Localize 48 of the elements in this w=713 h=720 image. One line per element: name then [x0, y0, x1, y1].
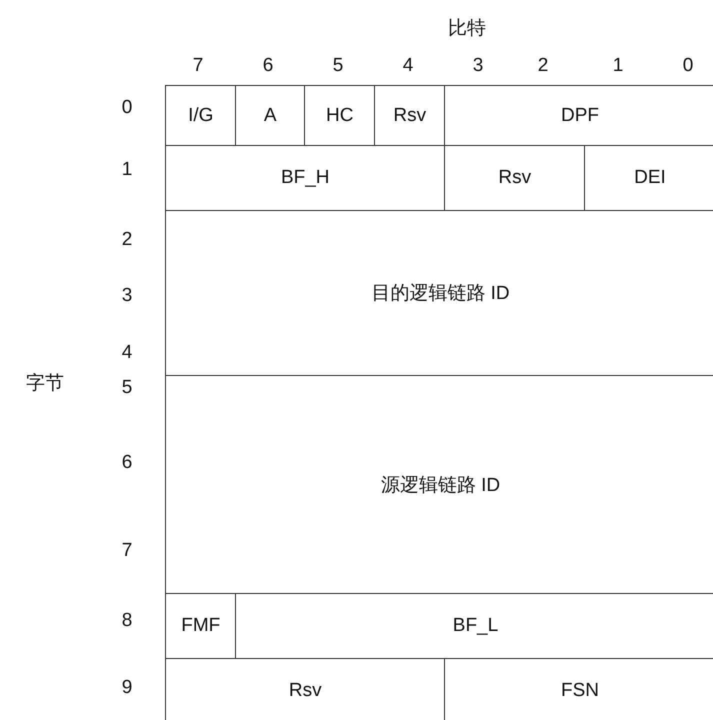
- field-name: 源逻辑链路 ID: [380, 474, 500, 498]
- field-cell: [374, 85, 446, 146]
- field-cell: [165, 593, 236, 660]
- field-cell: [444, 145, 586, 212]
- byte-number: 8: [122, 610, 132, 632]
- field-name: 目的逻辑链路 ID: [371, 282, 510, 306]
- field-name: Rsv: [393, 104, 426, 127]
- bit-number: 4: [402, 55, 414, 77]
- byte-number: 7: [122, 540, 132, 562]
- field-cell: [235, 593, 713, 660]
- field-name: I/G: [188, 104, 214, 127]
- field-cell: [444, 85, 713, 146]
- field-cell: [584, 145, 713, 212]
- field-name: BF_H: [280, 167, 330, 190]
- byte-number: 9: [122, 677, 132, 699]
- bit-number: 6: [262, 55, 274, 77]
- field-name: BF_L: [452, 615, 498, 638]
- field-cell: [165, 85, 236, 146]
- field-cell: [165, 658, 446, 720]
- byte-number: 2: [122, 229, 132, 251]
- byte-number: 0: [122, 97, 132, 119]
- field-name: DPF: [561, 104, 599, 127]
- field-cell: [444, 658, 713, 720]
- bit-number: 0: [682, 55, 694, 77]
- field-cell: [165, 375, 713, 594]
- field-cell: [235, 85, 306, 146]
- field-name: FSN: [561, 680, 599, 702]
- field-cell: [304, 85, 376, 146]
- byte-number: 6: [122, 452, 132, 474]
- field-name: Rsv: [288, 680, 322, 702]
- byte-number: 3: [122, 285, 132, 307]
- field-name: Rsv: [498, 167, 532, 190]
- bit-number: 5: [332, 55, 344, 77]
- bit-number: 1: [612, 55, 624, 77]
- field-name: FMF: [181, 615, 220, 638]
- axis-title: 字节: [26, 372, 64, 396]
- byte-number: 1: [122, 159, 132, 181]
- field-cell: [165, 210, 713, 376]
- byte-number: 4: [122, 342, 132, 364]
- field-cell: [165, 145, 446, 212]
- field-name: HC: [326, 104, 354, 127]
- bit-number: 3: [472, 55, 484, 77]
- bit-number: 7: [192, 55, 204, 77]
- field-name: DEI: [634, 167, 666, 190]
- axis-title: 比特: [448, 17, 486, 41]
- field-name: A: [264, 104, 277, 127]
- byte-number: 5: [122, 377, 132, 399]
- bit-number: 2: [538, 55, 548, 77]
